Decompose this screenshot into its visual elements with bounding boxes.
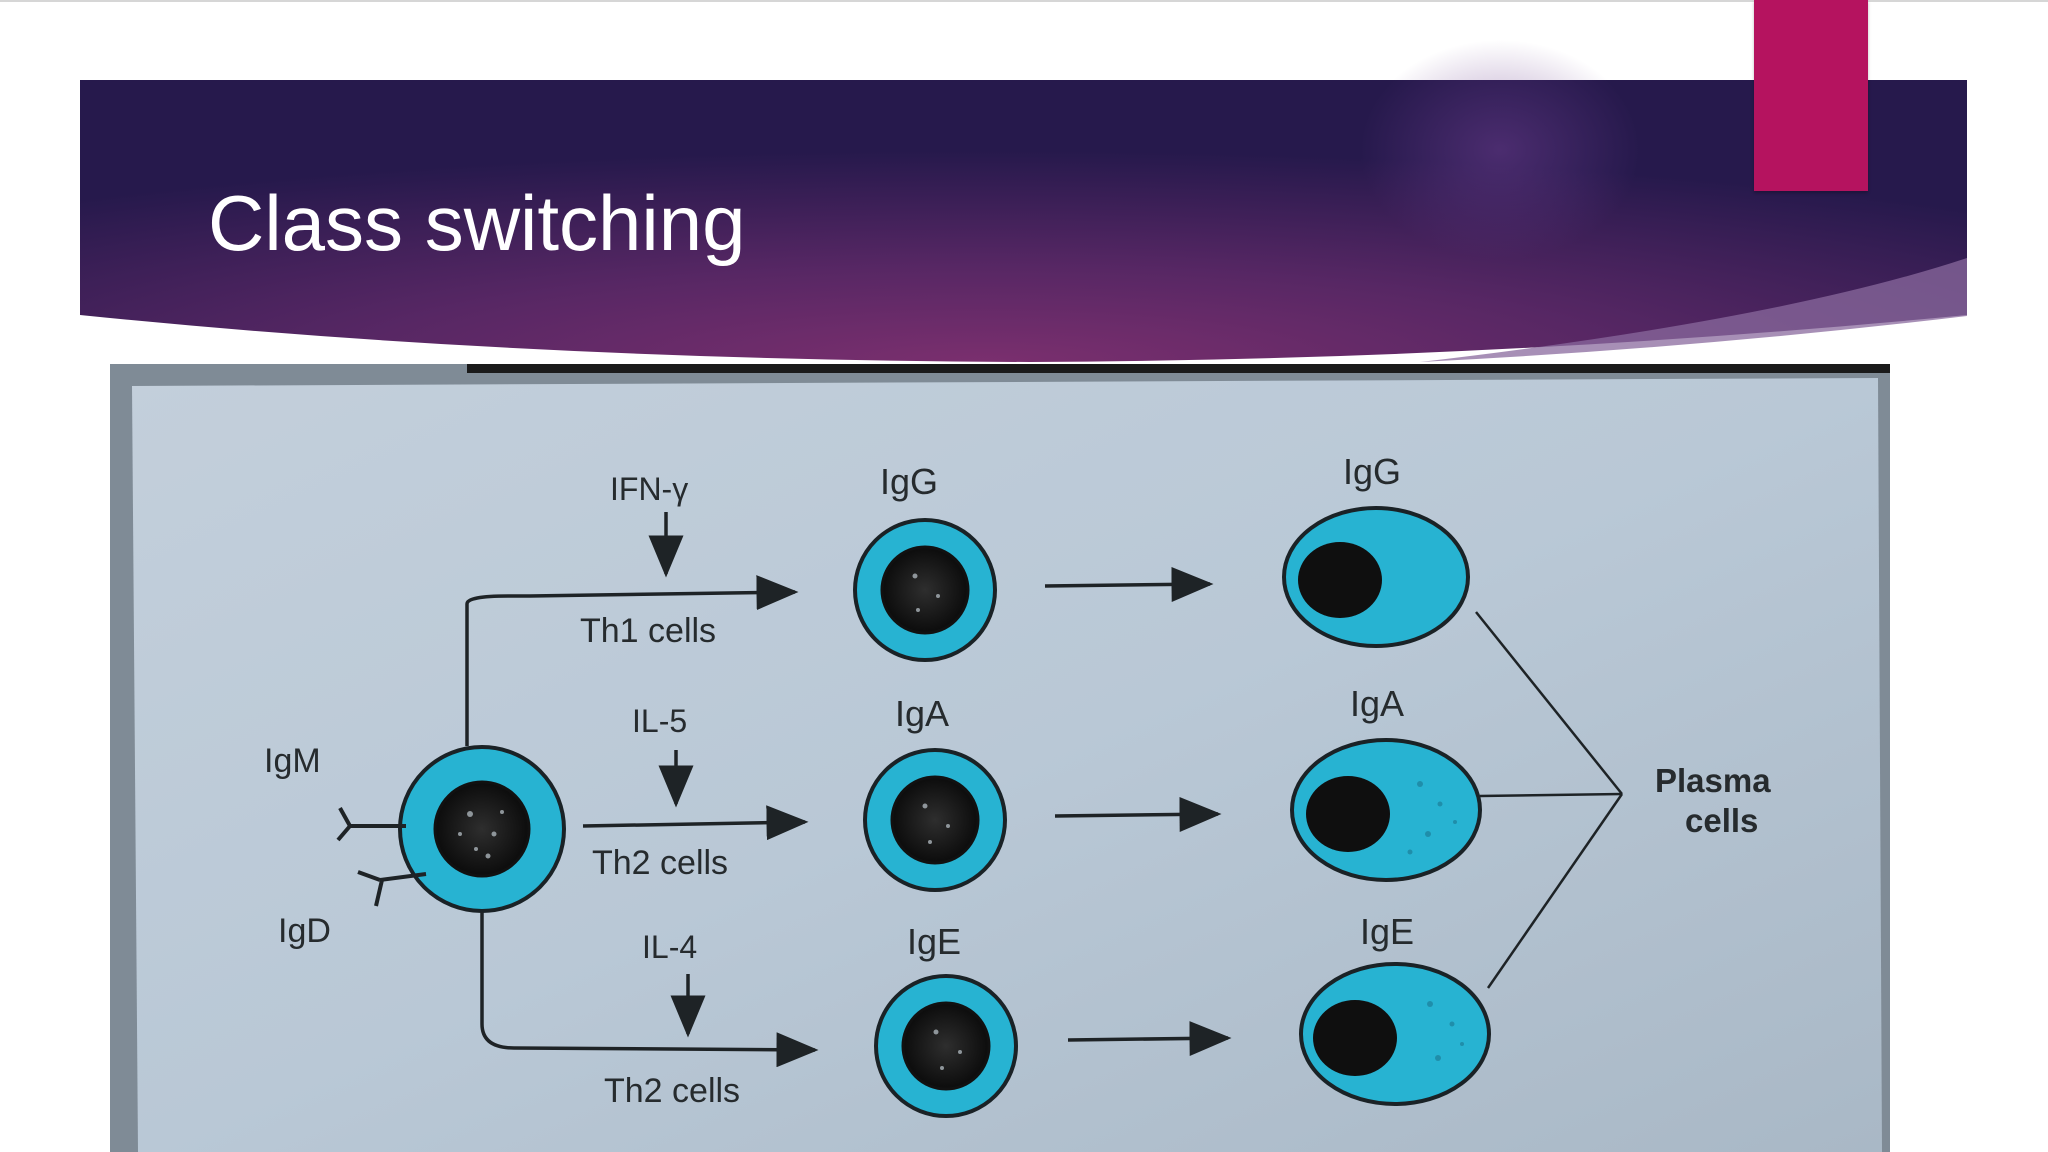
pathway-1-plasma-cell bbox=[1282, 506, 1470, 648]
pathway-2-b-cell bbox=[863, 748, 1007, 892]
pathway-1-b-cell bbox=[853, 518, 997, 662]
pathway-3-b-isotype: IgE bbox=[907, 921, 961, 962]
plasma-cells-label-line1: Plasma bbox=[1655, 762, 1771, 799]
pathway-3-arrow bbox=[480, 912, 819, 1068]
plasma-bracket bbox=[1475, 611, 1624, 989]
pathway-1-plasma-isotype: IgG bbox=[1343, 451, 1401, 492]
top-border bbox=[0, 0, 2048, 2]
pathway-1-arrow bbox=[465, 575, 799, 746]
nucleus-speckles bbox=[458, 810, 504, 859]
pathway-2-plasma-cell bbox=[1290, 738, 1482, 882]
pathway-3-helper: Th2 cells bbox=[604, 1072, 740, 1110]
pathway-2-helper: Th2 cells bbox=[592, 844, 728, 882]
pathway-2-cytokine: IL-5 bbox=[632, 703, 687, 739]
top-dark-edge bbox=[467, 364, 1890, 373]
pathway-1-b-isotype: IgG bbox=[880, 461, 938, 502]
pathway-3-cytokine: IL-4 bbox=[642, 929, 697, 965]
accent-bar bbox=[1754, 0, 1868, 191]
pathway-3-b-cell bbox=[874, 974, 1018, 1118]
igd-label: IgD bbox=[278, 912, 331, 950]
igm-label: IgM bbox=[264, 742, 321, 780]
pathway-3: IL-4 Th2 cells IgE IgE bbox=[480, 911, 1491, 1118]
pathway-3-maturation-arrow bbox=[1067, 1020, 1232, 1056]
pathway-1-helper: Th1 cells bbox=[580, 612, 716, 650]
class-switching-diagram: IgM IgD IFN-γ Th1 cells IgG IgG bbox=[110, 364, 1890, 1152]
plasma-cells-label-line2: cells bbox=[1685, 802, 1758, 839]
receptor-igm bbox=[336, 807, 406, 842]
pathway-1: IFN-γ Th1 cells IgG IgG bbox=[465, 451, 1470, 746]
slide-title: Class switching bbox=[208, 179, 746, 267]
diagram-photo: IgM IgD IFN-γ Th1 cells IgG IgG bbox=[110, 364, 1890, 1152]
source-b-cell bbox=[398, 745, 566, 913]
pathway-2-b-isotype: IgA bbox=[895, 693, 949, 734]
pathway-2-maturation-arrow bbox=[1054, 796, 1222, 832]
pathway-2-arrow bbox=[582, 805, 809, 841]
pathway-3-plasma-cell bbox=[1299, 962, 1491, 1106]
pathway-1-cytokine: IFN-γ bbox=[610, 471, 688, 507]
pathway-1-maturation-arrow bbox=[1044, 566, 1214, 602]
receptor-igd bbox=[357, 870, 427, 907]
pathway-2: IL-5 Th2 cells IgA IgA bbox=[582, 683, 1482, 892]
title-banner bbox=[80, 40, 1967, 362]
pathway-3-plasma-isotype: IgE bbox=[1360, 911, 1414, 952]
pathway-2-plasma-isotype: IgA bbox=[1350, 683, 1404, 724]
